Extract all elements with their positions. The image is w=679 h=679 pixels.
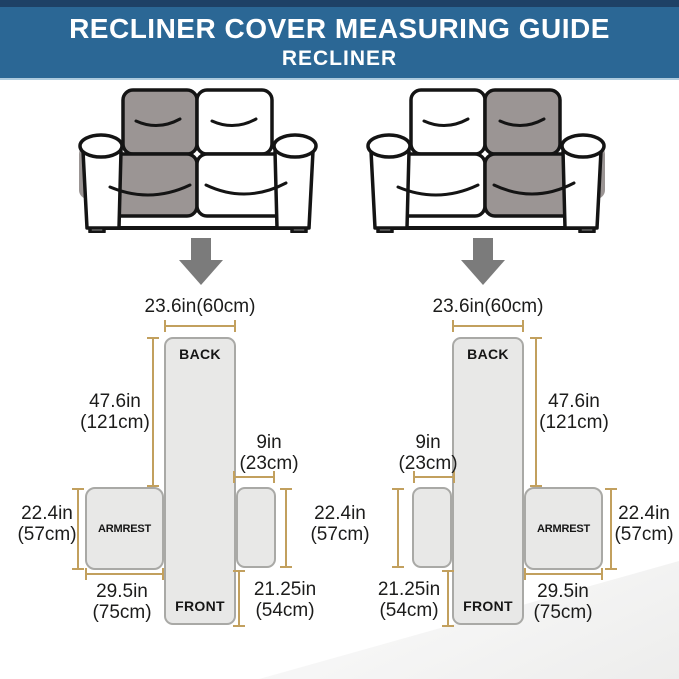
measure-line-armrest-width-left	[85, 568, 164, 580]
measure-line-front-length-right	[442, 570, 454, 627]
measure-line-seat-gap-left	[233, 471, 275, 483]
measure-line-top-width-left	[164, 320, 236, 332]
measure-line-back-height-right	[530, 337, 542, 487]
dim-side-height-outer-left: 22.4in (57cm)	[17, 503, 77, 545]
front-label: FRONT	[463, 598, 513, 614]
dim-seat-gap-right: 9in (23cm)	[398, 432, 458, 474]
dim-armrest-width-left: 29.5in (75cm)	[92, 581, 152, 623]
front-label: FRONT	[175, 598, 225, 614]
dim-front-length-left: 21.25in (54cm)	[253, 579, 317, 621]
cover-back-panel-left: BACK FRONT	[164, 337, 236, 625]
down-arrow-icon	[461, 238, 505, 285]
back-label: BACK	[179, 346, 221, 362]
dim-front-length-right: 21.25in (54cm)	[377, 579, 441, 621]
cover-back-panel-right: BACK FRONT	[452, 337, 524, 625]
dim-top-width-left: 23.6in(60cm)	[144, 296, 256, 317]
dim-side-height-outer-right: 22.4in (57cm)	[614, 503, 674, 545]
armrest-label: ARMREST	[98, 522, 151, 535]
down-arrow-icon	[179, 238, 223, 285]
measure-line-top-width-right	[452, 320, 524, 332]
cover-armrest-panel-left: ARMREST	[85, 487, 164, 570]
loveseat-illustration-left-seat-shaded	[78, 88, 318, 233]
cover-side-flap-left	[236, 487, 276, 568]
dim-top-width-right: 23.6in(60cm)	[432, 296, 544, 317]
page-subtitle: RECLINER	[281, 47, 398, 70]
armrest-label: ARMREST	[537, 522, 590, 535]
measure-line-side-height-inner-right	[392, 488, 404, 568]
dim-armrest-width-right: 29.5in (75cm)	[533, 581, 593, 623]
measure-line-side-height-inner-left	[280, 488, 292, 568]
cover-side-flap-right	[412, 487, 452, 568]
page-title: RECLINER COVER MEASURING GUIDE	[69, 13, 610, 44]
dim-side-height-middle: 22.4in (57cm)	[310, 503, 370, 545]
header-top-strip	[0, 0, 679, 7]
back-label: BACK	[467, 346, 509, 362]
dim-back-height-left: 47.6in (121cm)	[80, 391, 150, 433]
loveseat-illustration-right-seat-shaded	[366, 88, 606, 233]
header-banner: RECLINER COVER MEASURING GUIDE RECLINER	[0, 0, 679, 80]
measure-line-seat-gap-right	[413, 471, 455, 483]
dim-back-height-right: 47.6in (121cm)	[539, 391, 609, 433]
measure-line-back-height-left	[147, 337, 159, 487]
cover-armrest-panel-right: ARMREST	[524, 487, 603, 570]
measure-line-side-height-outer-left	[72, 488, 84, 570]
dim-seat-gap-left: 9in (23cm)	[239, 432, 299, 474]
measure-line-side-height-outer-right	[605, 488, 617, 570]
measure-line-front-length-left	[233, 570, 245, 627]
measure-line-armrest-width-right	[524, 568, 603, 580]
